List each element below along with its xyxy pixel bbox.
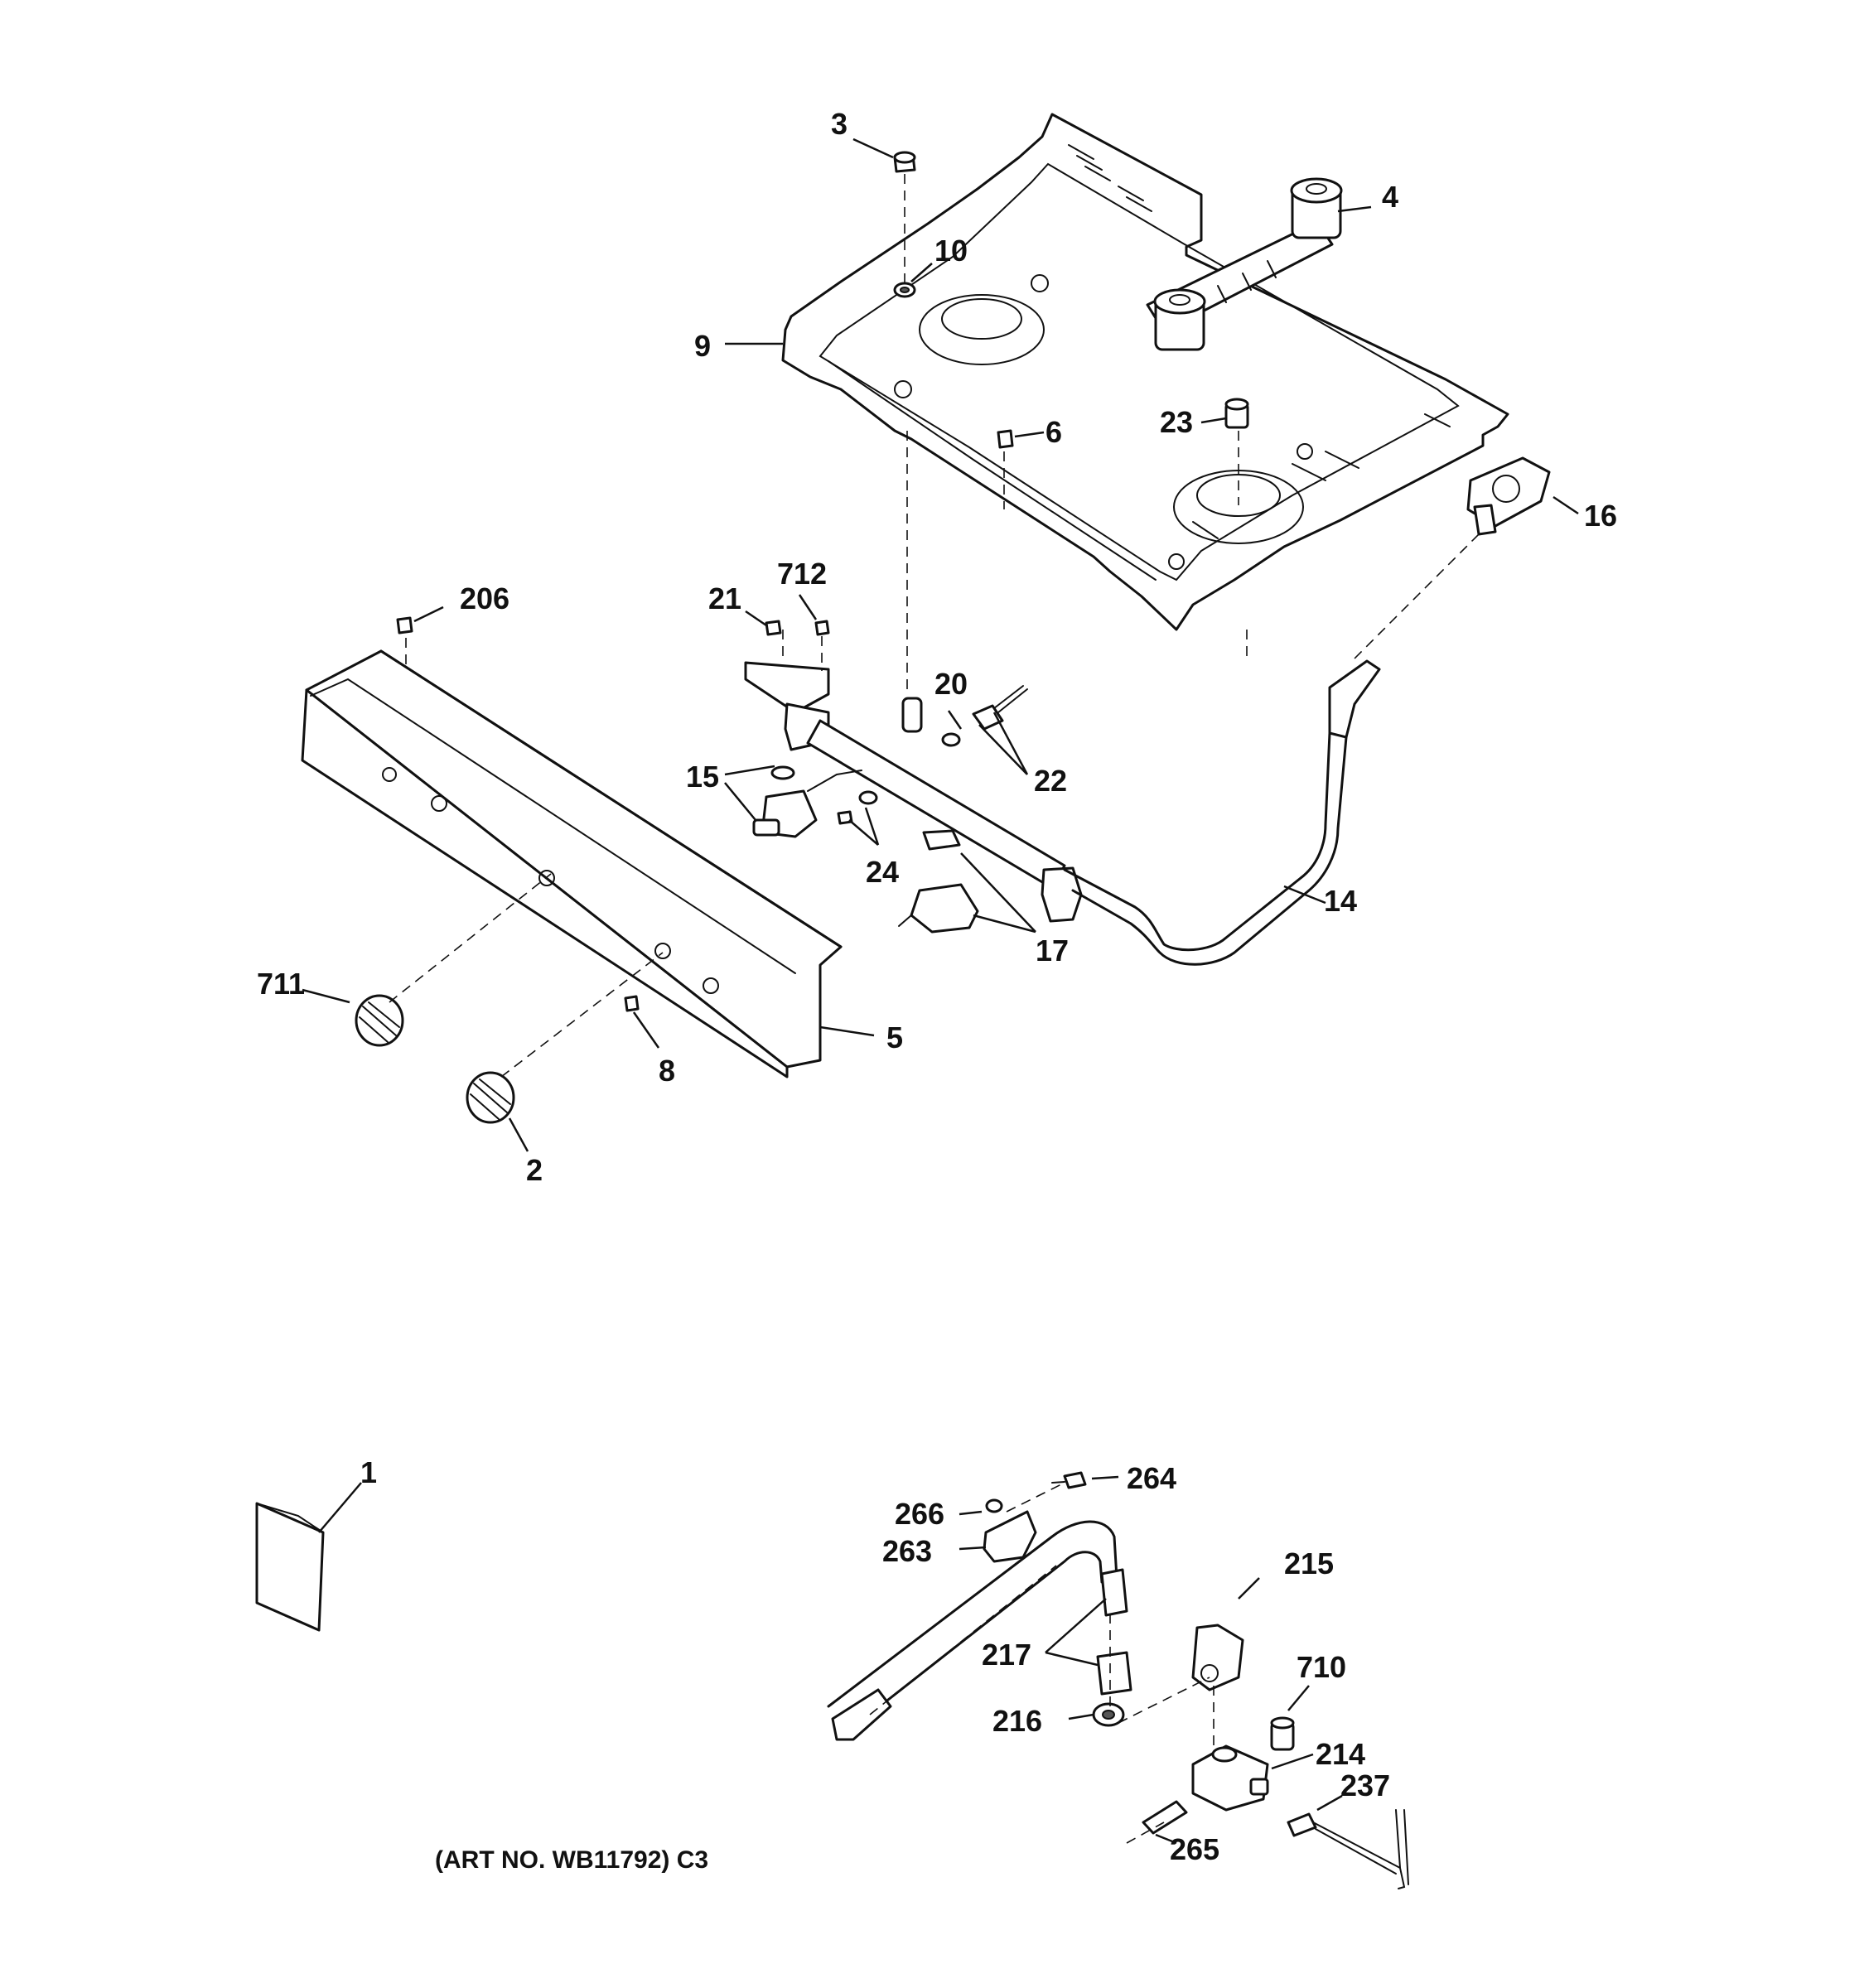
- callout-23: 23: [1160, 405, 1193, 439]
- screw-part-24: [837, 790, 878, 825]
- screw-part-6: [997, 429, 1014, 449]
- control-panel-part-5: [301, 649, 843, 1078]
- callout-263: 263: [882, 1534, 932, 1568]
- igniter-part-263: [983, 1510, 1037, 1563]
- leader-lines: [302, 138, 1579, 1845]
- art-number-label: (ART NO. WB11792) C3: [435, 1846, 708, 1874]
- callout-3: 3: [831, 107, 847, 141]
- manifold-pipe: [806, 719, 1066, 890]
- callout-labels: 3 4 10 9 23 6 16 206 21 712 20 15 22 24 …: [257, 107, 1617, 1866]
- callout-264: 264: [1127, 1461, 1176, 1495]
- burner-tube-part-14: [1063, 659, 1381, 966]
- callout-1: 1: [360, 1455, 377, 1489]
- callout-265: 265: [1170, 1832, 1219, 1866]
- envelope-part-1: [255, 1502, 325, 1632]
- screw-part-3: [893, 151, 916, 173]
- spacer-part-23: [1224, 398, 1249, 429]
- thermostat-part-214: [1191, 1744, 1269, 1812]
- callout-10: 10: [934, 234, 968, 268]
- wire-part-264: [1051, 1471, 1087, 1489]
- callout-20: 20: [934, 667, 968, 701]
- oven-burner-tube-part-217: [827, 1520, 1132, 1741]
- screw-part-206: [396, 616, 413, 635]
- bracket-part-215: [1191, 1624, 1244, 1691]
- screw-part-266: [985, 1498, 1003, 1513]
- callout-712: 712: [777, 557, 827, 591]
- callout-710: 710: [1297, 1650, 1346, 1684]
- tube-part-237: [1287, 1809, 1409, 1889]
- callout-17: 17: [1036, 934, 1069, 967]
- screw-part-21-fastener: [765, 620, 782, 636]
- callout-206: 206: [460, 581, 509, 615]
- callout-9: 9: [694, 329, 711, 363]
- valve-part-15: [752, 765, 862, 838]
- burner-tray-part-9: [781, 113, 1509, 631]
- screw-part-8: [624, 995, 640, 1012]
- spacer-part-710: [1270, 1716, 1295, 1751]
- callout-711: 711: [257, 967, 305, 1001]
- callout-5: 5: [886, 1021, 903, 1054]
- knob-part-711: [355, 994, 404, 1047]
- washer-part-10: [893, 282, 916, 298]
- alignment-lines: [389, 174, 1480, 1844]
- callout-266: 266: [895, 1497, 944, 1531]
- callout-216: 216: [992, 1704, 1042, 1738]
- orifice-part-20: [901, 697, 923, 733]
- callout-22: 22: [1034, 764, 1067, 798]
- callout-217: 217: [982, 1638, 1031, 1672]
- igniter-part-22: [941, 685, 1028, 747]
- callout-15: 15: [686, 760, 719, 794]
- callout-237: 237: [1340, 1768, 1390, 1802]
- knob-part-2: [466, 1071, 515, 1124]
- callout-2: 2: [526, 1153, 543, 1187]
- callout-214: 214: [1316, 1737, 1365, 1771]
- igniter-module-part-4: [1146, 177, 1343, 351]
- screw-part-712: [814, 620, 830, 636]
- callout-24: 24: [866, 855, 899, 889]
- bracket-part-16: [1466, 456, 1551, 536]
- thermostat-part-17: [898, 829, 979, 934]
- callout-14: 14: [1324, 884, 1357, 918]
- callout-4: 4: [1382, 180, 1398, 214]
- callout-8: 8: [659, 1054, 675, 1088]
- callout-6: 6: [1045, 415, 1062, 449]
- callout-21: 21: [708, 581, 741, 615]
- orifice-part-265: [1142, 1800, 1188, 1835]
- callout-16: 16: [1584, 499, 1617, 533]
- callout-215: 215: [1284, 1546, 1334, 1580]
- manifold-bracket-right: [1041, 866, 1083, 923]
